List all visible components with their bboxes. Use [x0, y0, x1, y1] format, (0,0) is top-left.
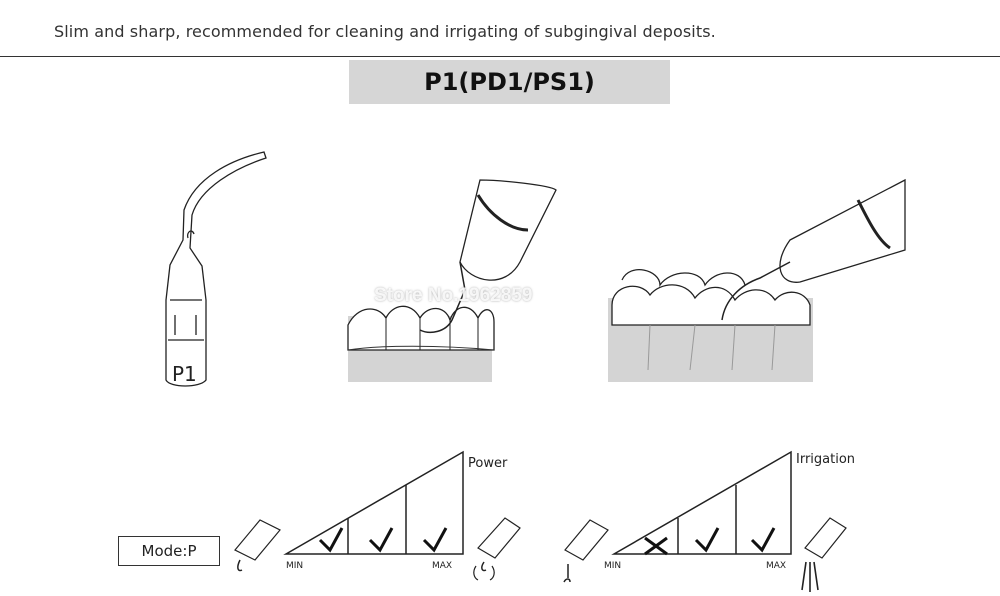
vibration-icon — [473, 565, 495, 581]
irrigation-min-handpiece-icon — [564, 519, 609, 561]
irrigation-chart — [563, 450, 847, 592]
page-title: P1(PD1/PS1) — [424, 68, 595, 96]
power-step-3-check — [422, 527, 448, 553]
mode-label: Mode:P — [141, 542, 197, 560]
teeth-illustration-left — [347, 179, 557, 382]
irrigation-step-2-check — [694, 527, 720, 553]
power-step-2-check — [368, 527, 394, 553]
irrigation-step-3-check — [750, 527, 776, 553]
power-label: Power — [468, 456, 508, 471]
teeth-illustration-right — [608, 178, 906, 382]
header-divider — [0, 56, 1000, 57]
irrigation-max-label: MAX — [766, 561, 787, 571]
water-spray-icon — [801, 561, 819, 592]
store-watermark: Store No.1962859 — [374, 285, 533, 306]
title-banner: P1(PD1/PS1) — [349, 60, 670, 104]
min-handpiece-icon — [234, 519, 281, 561]
power-min-label: MIN — [286, 561, 304, 571]
mode-box: Mode:P — [118, 536, 220, 566]
tip-label: P1 — [172, 362, 197, 386]
irrigation-min-label: MIN — [604, 561, 622, 571]
irrigation-step-1-cross — [644, 536, 668, 556]
power-max-label: MAX — [432, 561, 453, 571]
power-step-1-check — [318, 527, 344, 553]
page-subtitle: Slim and sharp, recommended for cleaning… — [54, 22, 716, 41]
water-drop-icon — [563, 564, 571, 583]
scaler-tip-drawing — [165, 151, 267, 387]
irrigation-max-handpiece-icon — [804, 517, 847, 559]
irrigation-label: Irrigation — [796, 452, 856, 467]
max-handpiece-icon — [477, 517, 521, 559]
power-chart — [234, 450, 521, 581]
